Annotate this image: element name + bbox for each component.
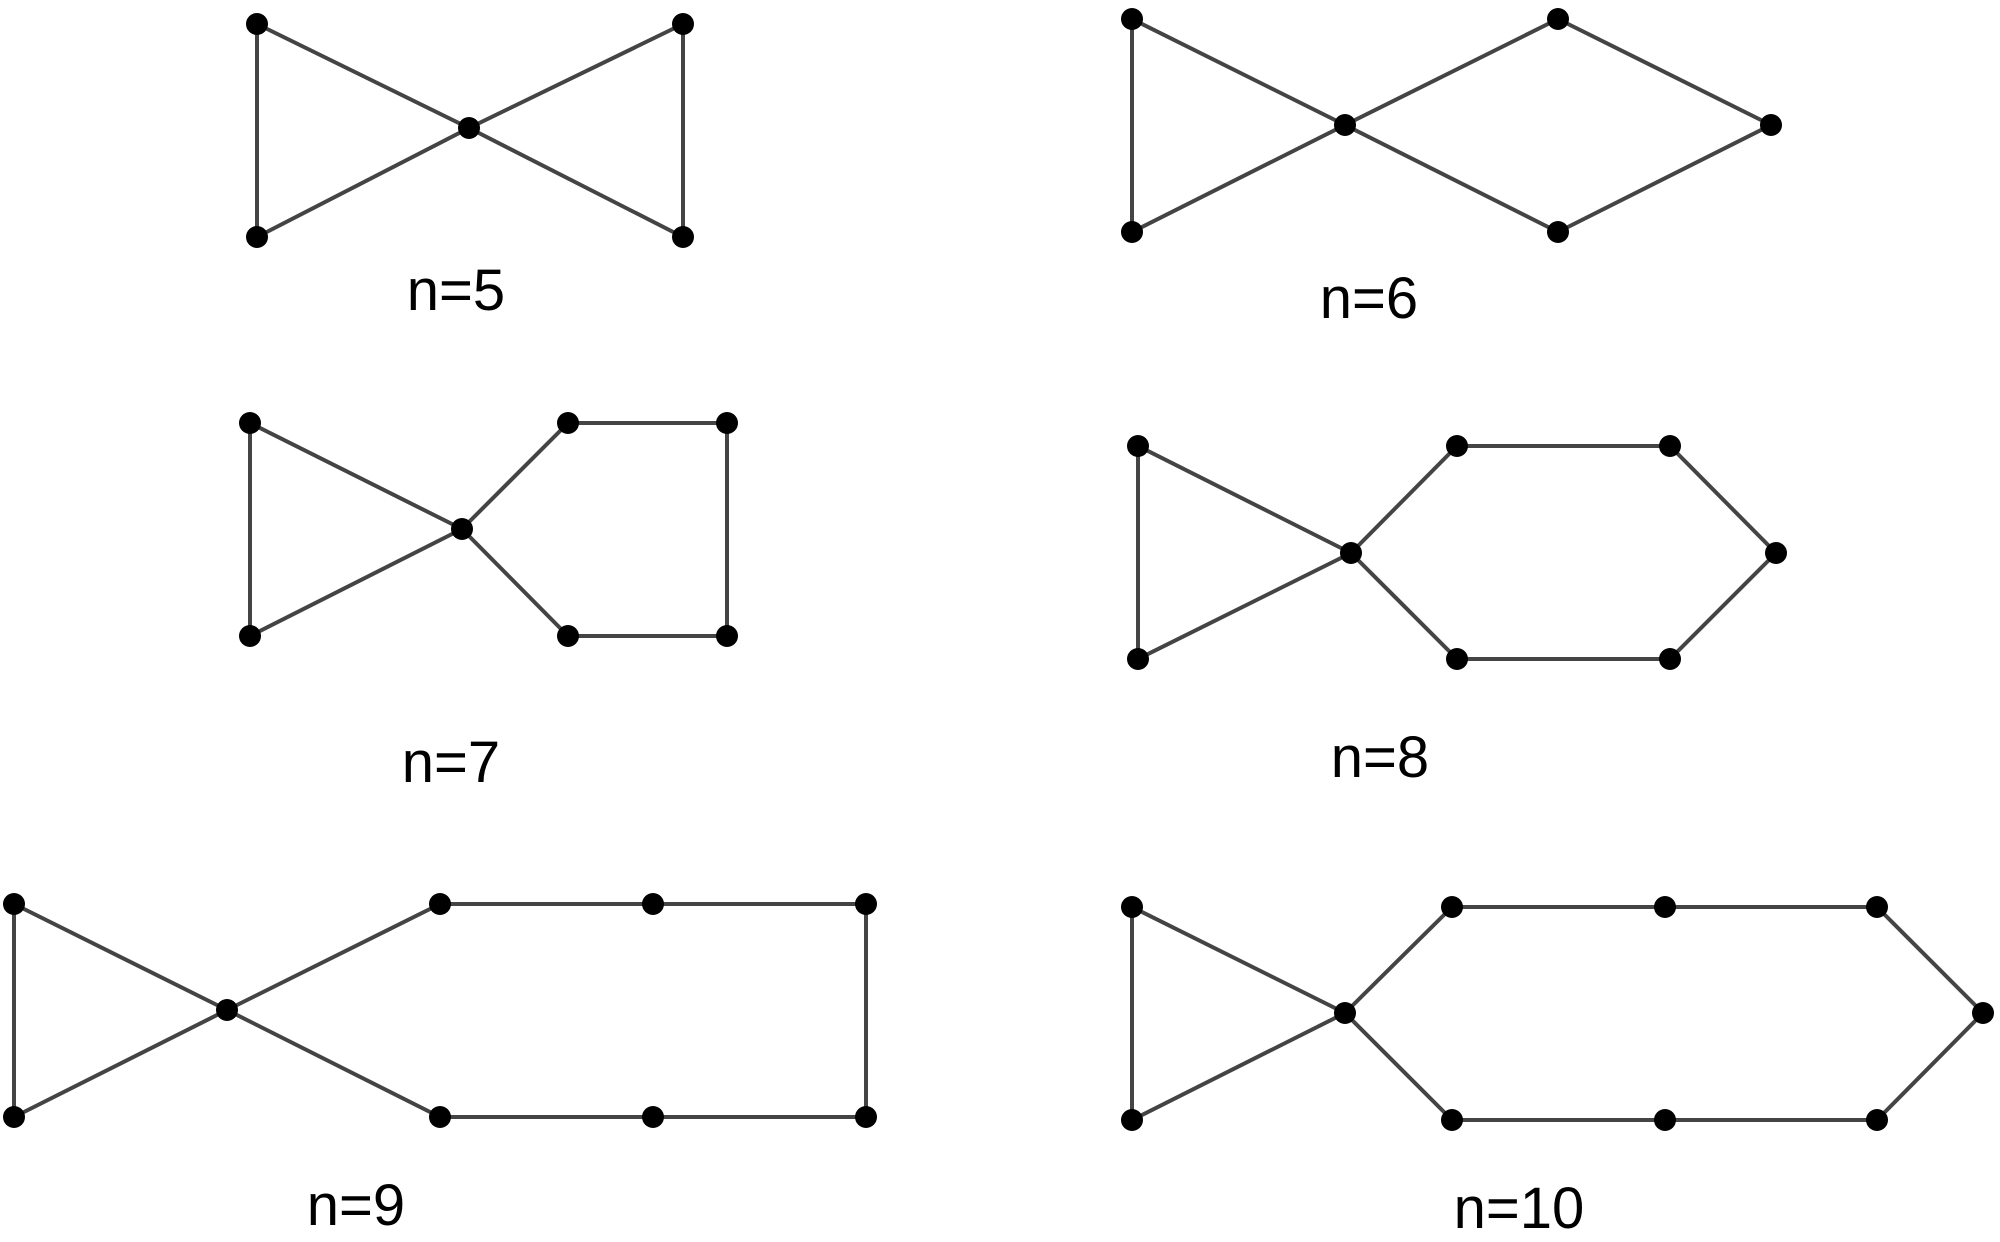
vertex: [672, 226, 694, 248]
vertex: [716, 412, 738, 434]
vertex: [1547, 221, 1569, 243]
vertex: [246, 226, 268, 248]
vertex: [1866, 1109, 1888, 1131]
edge: [1343, 1011, 1454, 1122]
vertex: [458, 117, 480, 139]
vertex: [557, 625, 579, 647]
vertex: [1121, 8, 1143, 30]
edge: [1556, 123, 1773, 234]
vertex: [429, 893, 451, 915]
graph-n8: n=8: [1127, 435, 1787, 790]
vertex: [429, 1106, 451, 1128]
vertex: [1121, 221, 1143, 243]
edge: [1875, 1011, 1985, 1122]
edge: [225, 902, 442, 1012]
vertex: [557, 412, 579, 434]
vertex: [855, 893, 877, 915]
edge: [1343, 17, 1560, 127]
vertex: [1334, 1002, 1356, 1024]
vertex: [451, 518, 473, 540]
vertex: [216, 999, 238, 1021]
vertex: [239, 625, 261, 647]
graph-n7: n=7: [239, 412, 738, 795]
vertex: [855, 1106, 877, 1128]
vertex: [3, 1106, 25, 1128]
vertex: [1972, 1002, 1994, 1024]
vertex: [1127, 648, 1149, 670]
vertex: [1446, 648, 1468, 670]
edge: [12, 1008, 229, 1119]
edge: [255, 22, 471, 130]
vertex: [642, 893, 664, 915]
edge: [1343, 123, 1560, 234]
vertex: [1441, 896, 1463, 918]
vertex: [239, 412, 261, 434]
vertex: [1866, 896, 1888, 918]
vertex: [642, 1106, 664, 1128]
edge: [1875, 905, 1985, 1015]
vertex: [1121, 896, 1143, 918]
vertex: [1340, 542, 1362, 564]
vertex: [1760, 114, 1782, 136]
graph-label: n=8: [1331, 725, 1429, 790]
vertex: [1654, 896, 1676, 918]
edge: [1136, 551, 1353, 661]
edge: [467, 22, 685, 130]
graph-label: n=10: [1454, 1176, 1585, 1241]
vertex: [3, 893, 25, 915]
edge: [1130, 17, 1347, 127]
vertex: [246, 13, 268, 35]
edge: [1556, 17, 1773, 127]
edge: [1668, 444, 1778, 555]
vertex: [1547, 8, 1569, 30]
graph-n5: n=5: [246, 13, 694, 323]
edge: [467, 126, 685, 239]
edge: [255, 126, 471, 239]
edge: [12, 902, 229, 1012]
vertex: [1441, 1109, 1463, 1131]
edge: [248, 527, 464, 638]
edge: [1130, 905, 1347, 1015]
edge: [1130, 123, 1347, 234]
graph-label: n=9: [307, 1173, 405, 1238]
graph-n6: n=6: [1121, 8, 1782, 331]
edge: [1349, 551, 1459, 661]
vertex: [716, 625, 738, 647]
vertex: [1127, 435, 1149, 457]
graph-label: n=6: [1320, 266, 1418, 331]
vertex: [1334, 114, 1356, 136]
graph-label: n=7: [402, 730, 500, 795]
edge: [225, 1008, 442, 1119]
vertex: [1654, 1109, 1676, 1131]
graph-n9: n=9: [3, 893, 877, 1238]
edge: [1349, 444, 1459, 555]
vertex: [1659, 435, 1681, 457]
vertex: [1765, 542, 1787, 564]
vertex: [1659, 648, 1681, 670]
edge: [1343, 905, 1454, 1015]
vertex: [672, 13, 694, 35]
edge: [1668, 551, 1778, 661]
vertex: [1446, 435, 1468, 457]
edge: [1130, 1011, 1347, 1122]
vertex: [1121, 1109, 1143, 1131]
edge: [460, 527, 570, 638]
edge: [1136, 444, 1353, 555]
edge: [460, 421, 570, 531]
graph-label: n=5: [407, 258, 505, 323]
graph-n10: n=10: [1121, 896, 1994, 1241]
edge: [248, 421, 464, 531]
